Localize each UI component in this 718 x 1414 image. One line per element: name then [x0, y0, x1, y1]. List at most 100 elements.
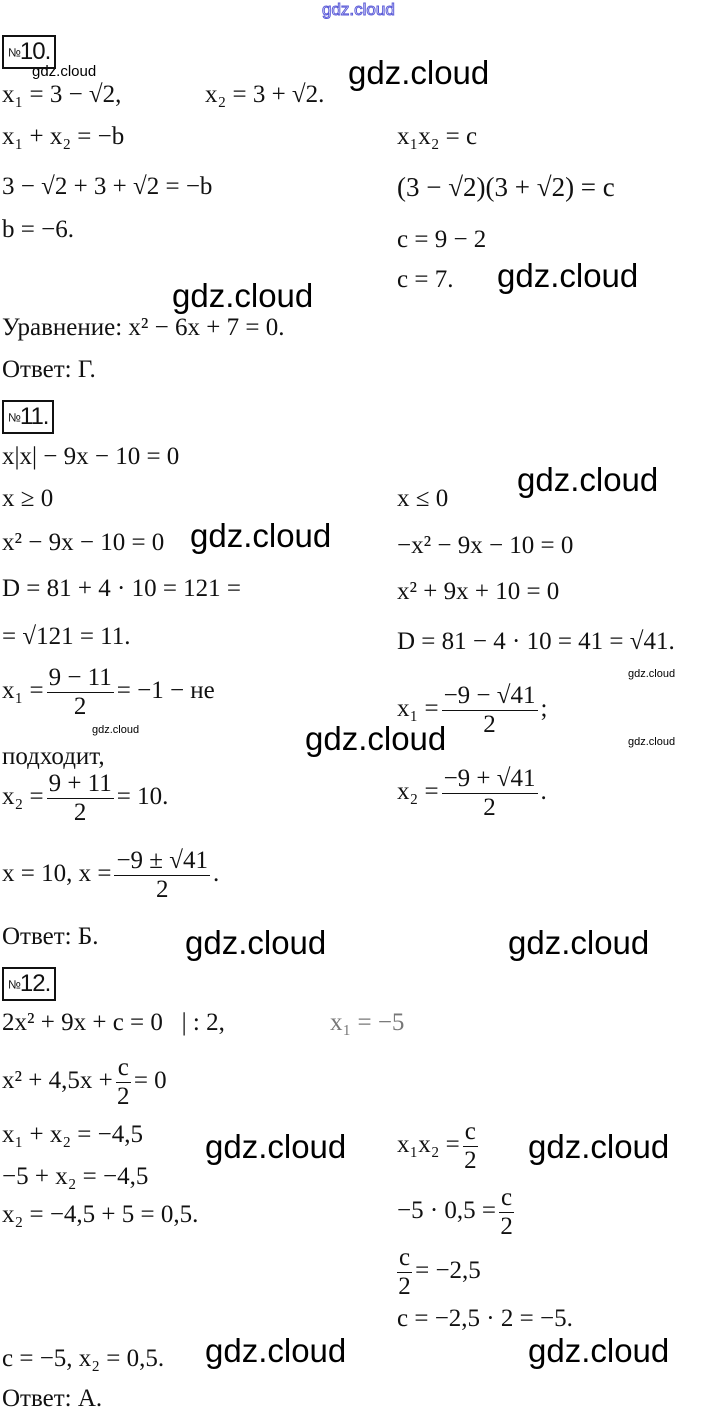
denominator: 2: [464, 1147, 477, 1174]
formula-line: x₁x₂ = c: [397, 123, 478, 150]
formula-part: x² + 4,5x +: [2, 1067, 113, 1095]
formula-part: x₁x₂ =: [397, 1131, 460, 1159]
watermark: gdz.cloud: [172, 277, 314, 314]
number-sign: №: [8, 977, 21, 992]
watermark: gdz.cloud: [628, 736, 676, 748]
numerator: 9 − 11: [46, 664, 114, 693]
formula-line: x₁ + x₂ = −b: [2, 123, 125, 150]
watermark: gdz.cloud: [190, 517, 332, 554]
equation-line: Уравнение: x² − 6x + 7 = 0.: [2, 314, 285, 341]
formula-line: b = −6.: [2, 216, 74, 243]
problem-number-label: 12.: [19, 970, 51, 997]
formula-part: x₁ =: [397, 695, 439, 723]
formula-line: x ≤ 0: [397, 485, 449, 512]
watermark: gdz.cloud: [205, 1128, 347, 1165]
denominator: 2: [500, 1213, 513, 1240]
formula-line: x₂ = 3 + √2.: [205, 81, 325, 108]
formula-part: = 10.: [116, 783, 169, 811]
numerator: c: [115, 1054, 131, 1083]
watermark: gdz.cloud: [497, 257, 639, 294]
formula-line: −5 + x₂ = −4,5: [2, 1163, 149, 1190]
watermark-top: gdz.cloud: [322, 0, 396, 20]
formula-part: = −2,5: [415, 1257, 481, 1285]
answer: Ответ: А.: [2, 1385, 103, 1412]
formula-line: x|x| − 9x − 10 = 0: [2, 443, 180, 470]
formula-line: = √121 = 11.: [2, 623, 131, 650]
watermark: gdz.cloud: [517, 461, 659, 498]
watermark: gdz.cloud: [528, 1332, 670, 1369]
formula-line: 3 − √2 + 3 + √2 = −b: [2, 173, 213, 200]
formula-line: −x² − 9x − 10 = 0: [397, 532, 574, 559]
numerator: c: [499, 1184, 515, 1213]
denominator: 2: [398, 1273, 411, 1300]
denominator: 2: [73, 799, 87, 826]
watermark: gdz.cloud: [92, 724, 140, 736]
numerator: −9 ± √41: [114, 847, 210, 876]
watermark: gdz.cloud: [628, 668, 676, 680]
number-sign: №: [8, 45, 21, 60]
formula-line: D = 81 − 4 · 10 = 41 = √41.: [397, 628, 675, 655]
formula-line: (3 − √2)(3 + √2) = c: [397, 172, 615, 202]
formula-line: c = 9 − 2: [397, 226, 487, 253]
denominator: 2: [73, 693, 87, 720]
denominator: 2: [155, 876, 169, 903]
formula-part: x₂ =: [2, 783, 44, 811]
formula-part: = 0: [133, 1067, 167, 1095]
problem-number-label: 11.: [19, 403, 50, 430]
formula-line: c = −5, x₂ = 0,5.: [2, 1345, 165, 1372]
watermark: gdz.cloud: [508, 924, 650, 961]
formula-part: −5 · 0,5 =: [397, 1197, 497, 1225]
number-sign: №: [8, 410, 21, 425]
watermark: gdz.cloud: [205, 1332, 347, 1369]
answer: Ответ: Г.: [2, 356, 96, 383]
watermark: gdz.cloud: [348, 54, 490, 91]
watermark: gdz.cloud: [185, 924, 327, 961]
numerator: c: [397, 1244, 413, 1273]
numerator: 9 + 11: [46, 770, 114, 799]
problem-number-label: 10.: [19, 38, 51, 65]
formula-part: = −1 − не: [116, 677, 215, 705]
formula-line: x ≥ 0: [2, 485, 54, 512]
formula-part: x₁ =: [2, 677, 44, 705]
formula-line: c = −2,5 · 2 = −5.: [397, 1305, 573, 1332]
numerator: −9 + √41: [441, 765, 538, 794]
formula-line: D = 81 + 4 · 10 = 121 =: [2, 575, 242, 602]
problem-number-12: №12.: [2, 967, 57, 1001]
watermark: gdz.cloud: [528, 1128, 670, 1165]
formula-line: подходит,: [2, 743, 105, 770]
denominator: 2: [117, 1083, 130, 1110]
formula-line: x₁ = 3 − √2,: [2, 81, 122, 108]
formula-line: x₁ = −5: [330, 1009, 405, 1036]
answer: Ответ: Б.: [2, 923, 99, 950]
formula-line: x₂ = −4,5 + 5 = 0,5.: [2, 1201, 199, 1228]
formula-part: .: [213, 860, 220, 888]
formula-line: x₁ + x₂ = −4,5: [2, 1121, 143, 1148]
formula-line: x² + 9x + 10 = 0: [397, 578, 560, 605]
formula-part: ;: [540, 695, 548, 723]
formula-part: x = 10, x =: [2, 860, 112, 888]
denominator: 2: [483, 794, 496, 821]
problem-number-10: №10.: [2, 35, 57, 69]
formula-line: 2x² + 9x + c = 0 | : 2,: [2, 1009, 225, 1036]
formula-line: x² − 9x − 10 = 0: [2, 529, 165, 556]
formula-part: .: [540, 778, 547, 806]
formula-part: x₂ =: [397, 778, 439, 806]
denominator: 2: [483, 711, 496, 738]
